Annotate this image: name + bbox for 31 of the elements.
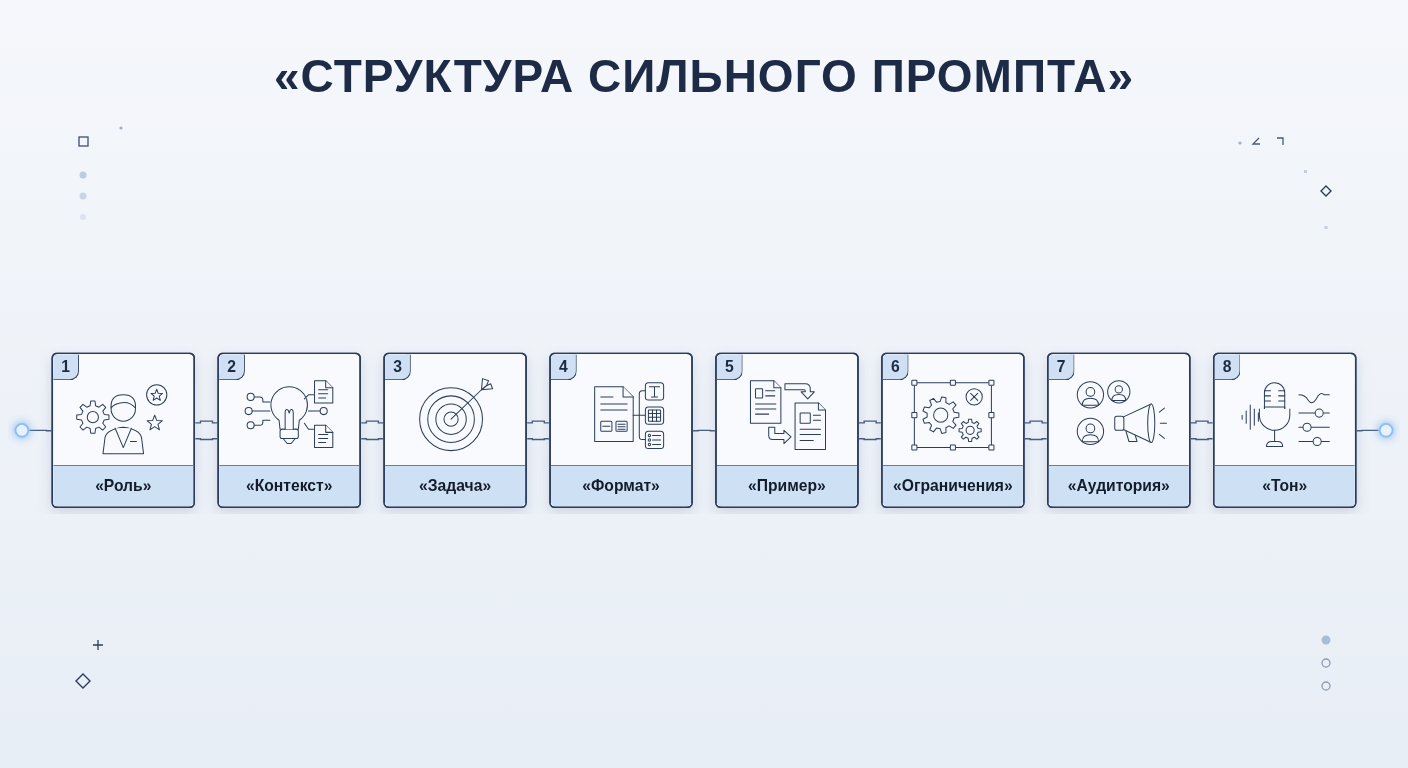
connector-line (692, 429, 716, 432)
step-label: «Роль» (53, 464, 194, 507)
step-label: «Тон» (1214, 464, 1355, 507)
title: «СТРУКТУРА СИЛЬНОГО ПРОМПТА» (274, 49, 1134, 104)
step-number-tab: 7 (1048, 353, 1075, 380)
step-number-tab: 5 (716, 353, 743, 380)
connector-line (28, 429, 52, 432)
connector-line (1356, 429, 1380, 432)
connector-line (526, 420, 550, 424)
step-number-tab: 2 (219, 353, 245, 380)
step-label: «Ограничения» (882, 464, 1023, 507)
step-label: «Аудитория» (1048, 464, 1189, 507)
connector-line (194, 437, 218, 440)
step-number-tab: 6 (882, 353, 909, 380)
connector-line (526, 437, 550, 440)
step-label: «Контекст» (219, 464, 360, 507)
step-label: «Задача» (385, 464, 526, 507)
connector-line (858, 420, 882, 424)
connector-line (1190, 420, 1214, 424)
connector-line (1024, 437, 1048, 440)
connector-line (1190, 437, 1214, 440)
connector-line (194, 420, 218, 424)
connector-line (360, 437, 384, 440)
step-label: «Пример» (716, 464, 857, 507)
connector-line (1024, 420, 1048, 424)
step-number-tab: 3 (385, 353, 411, 380)
step-number-tab: 1 (53, 353, 80, 380)
step-label: «Формат» (551, 464, 692, 507)
step-number-tab: 8 (1214, 353, 1241, 380)
connector-line (858, 437, 882, 440)
connector-line (360, 420, 384, 424)
